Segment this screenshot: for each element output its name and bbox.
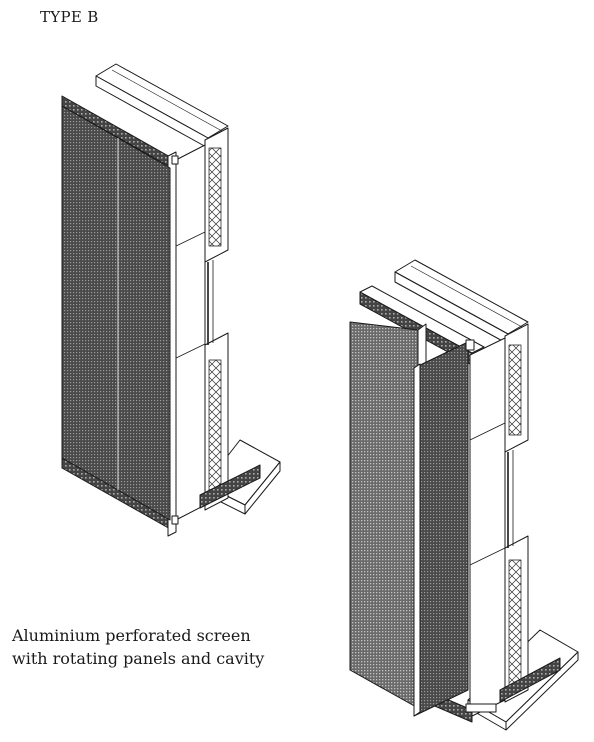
bottom-bracket [171, 515, 179, 525]
base-band [199, 464, 261, 509]
screen-top-rail-cap [359, 285, 485, 354]
caption: Aluminium perforated screen with rotatin… [12, 624, 312, 670]
type-label: TYPE B [40, 8, 99, 26]
caption-line-1: Aluminium perforated screen [12, 626, 251, 645]
wall-column [204, 127, 229, 511]
top-box-right [394, 259, 529, 345]
pivot-bracket [465, 339, 475, 351]
rotating-panel-front-edge [413, 363, 421, 717]
rotating-panel-back [349, 321, 419, 709]
screen-panel-left [61, 105, 119, 491]
bottom-bracket-right [465, 703, 497, 713]
left-facade-assembly [61, 63, 281, 537]
caption-line-2: with rotating panels and cavity [12, 649, 265, 668]
wall-column-right [504, 323, 529, 703]
right-facade-assembly [349, 259, 579, 731]
top-bracket [171, 155, 179, 165]
base-band-right [499, 657, 561, 703]
window-bay-right [469, 337, 514, 718]
screen-panel-right [117, 137, 171, 521]
rotating-panel-front [413, 341, 469, 717]
